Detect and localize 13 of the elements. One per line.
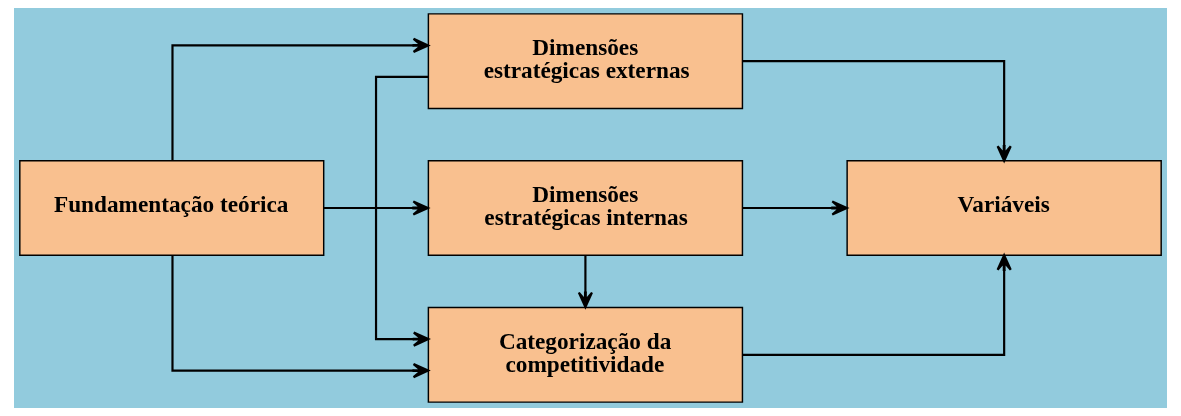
node-box: Dimensões estratégicas externas bbox=[427, 13, 744, 110]
arrow bbox=[171, 255, 430, 379]
arrow bbox=[171, 37, 430, 161]
arrow bbox=[742, 254, 1012, 356]
arrow bbox=[742, 60, 1012, 162]
node-box: Variáveis bbox=[846, 160, 1162, 256]
arrow bbox=[742, 200, 848, 216]
arrow bbox=[577, 255, 594, 309]
arrow bbox=[324, 200, 429, 216]
arrow bbox=[374, 75, 430, 347]
node-box: Fundamentação teórica bbox=[19, 160, 325, 256]
node-box: Categorização da competitividade bbox=[427, 306, 744, 403]
node-box: Dimensões estratégicas internas bbox=[427, 160, 744, 256]
